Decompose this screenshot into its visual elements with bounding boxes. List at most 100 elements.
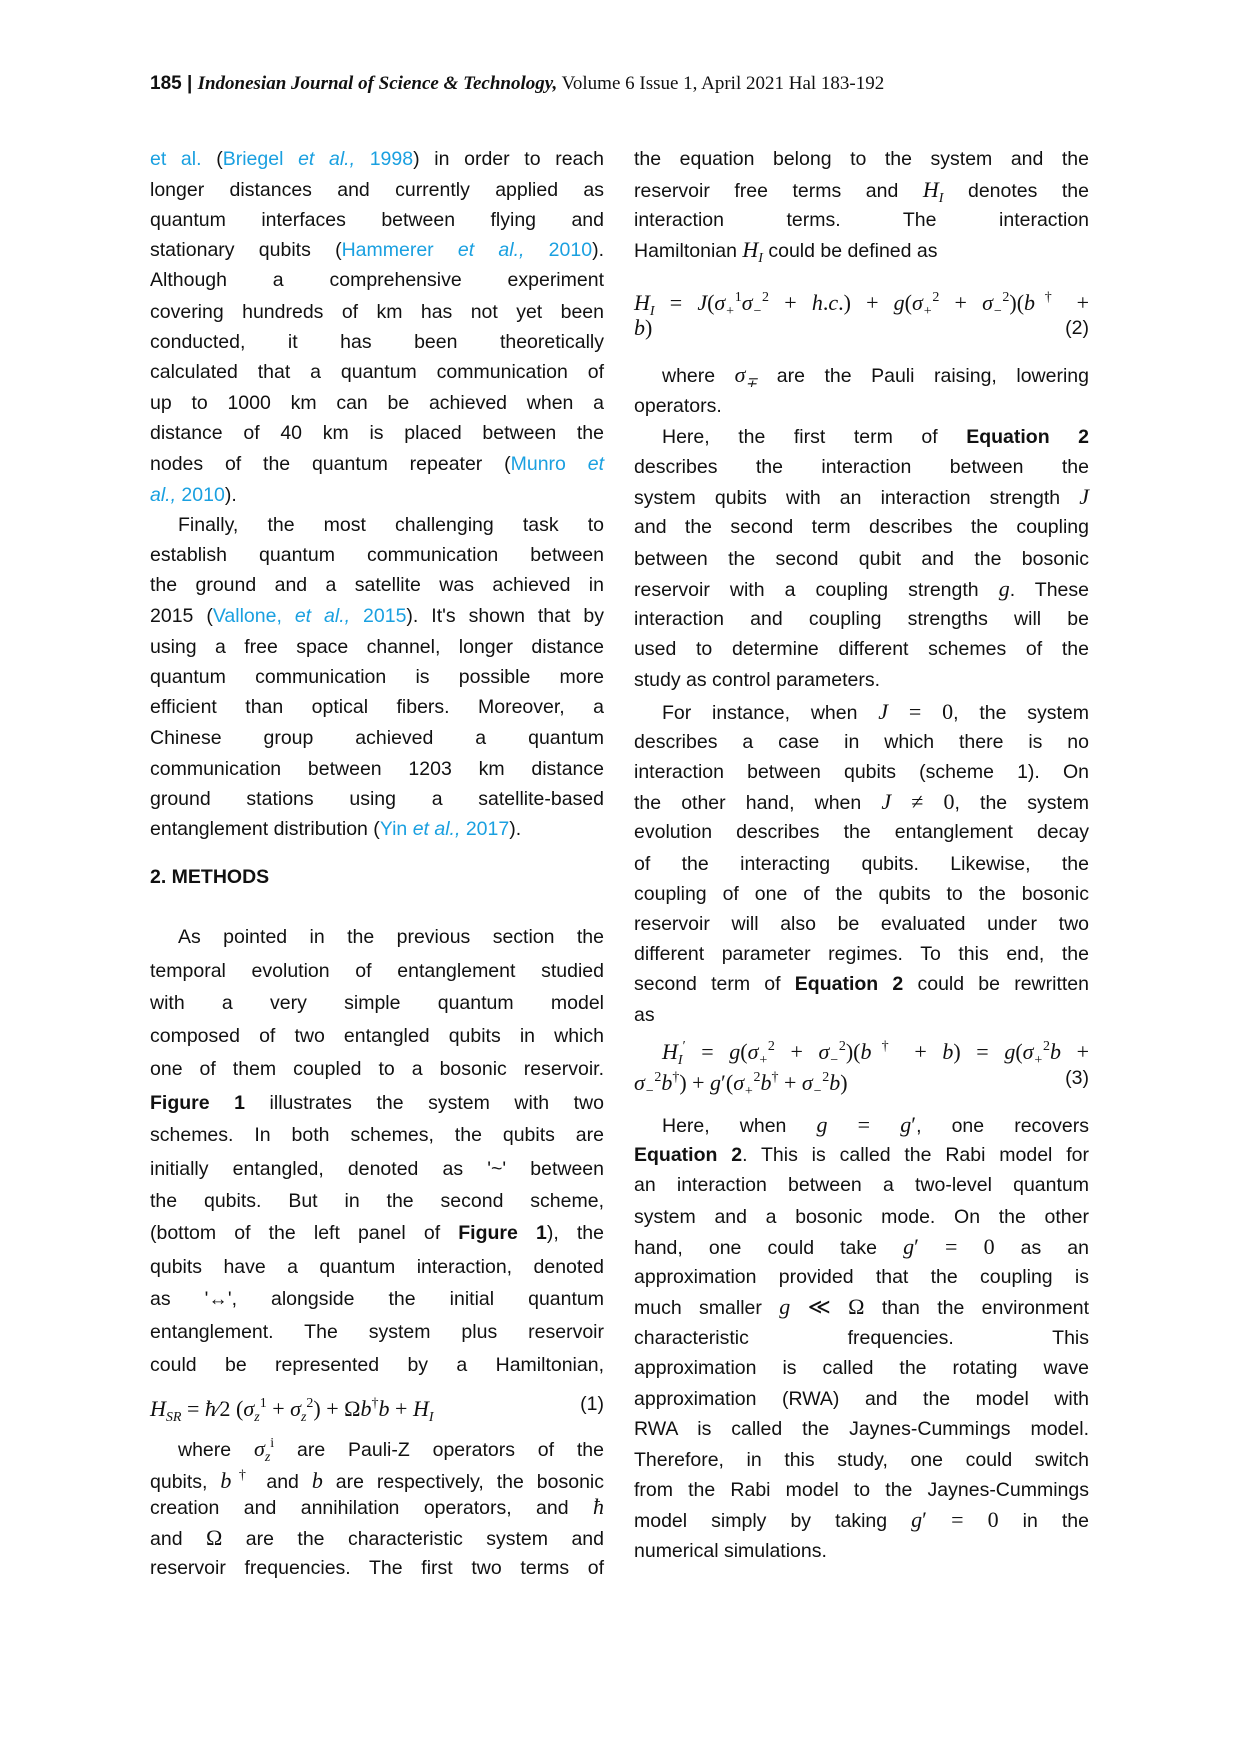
text-run: the other hand, when bbox=[634, 792, 882, 815]
math-subscript: ∓ bbox=[745, 376, 758, 392]
citation-link[interactable]: 2015 bbox=[350, 604, 407, 627]
text-run: could be defined as bbox=[762, 240, 938, 263]
citation-link[interactable]: Yin bbox=[379, 817, 413, 840]
text-line: et al. (Briegel et al., 1998) in order t… bbox=[150, 144, 604, 174]
citation-link[interactable]: 2017 bbox=[460, 817, 510, 840]
text-line: characteristic frequencies. This bbox=[634, 1323, 1089, 1353]
text-line: interaction between qubits (scheme 1). O… bbox=[634, 757, 1089, 787]
text-run: could be rewritten bbox=[903, 973, 1089, 996]
math-text: + bbox=[774, 1038, 819, 1064]
text-run: where bbox=[178, 1439, 254, 1462]
text-run: stationary qubits ( bbox=[150, 239, 342, 262]
math-text: ⁄2 ( bbox=[215, 1396, 244, 1422]
math-symbol: g bbox=[1004, 1038, 1016, 1064]
math-symbol: ħ bbox=[204, 1396, 216, 1422]
text-line: ground stations using a satellite-based bbox=[150, 784, 604, 814]
text-line: used to determine different schemes of t… bbox=[634, 634, 1089, 664]
math-symbol: σ bbox=[1022, 1038, 1034, 1064]
math-text: ) = bbox=[953, 1038, 1005, 1064]
text-run: an interaction between a two-level quant… bbox=[634, 1174, 1089, 1197]
text-line: conducted, it has been theoretically bbox=[150, 327, 604, 357]
text-line: second term of Equation 2 could be rewri… bbox=[634, 969, 1089, 999]
citation-link-italic[interactable]: et al., bbox=[294, 604, 351, 627]
text-line: reservoir with a coupling strength g. Th… bbox=[634, 574, 1089, 604]
text-run: model simply by taking bbox=[634, 1510, 912, 1533]
text-line: Here, when g = g′, one recovers bbox=[634, 1110, 1089, 1140]
citation-link[interactable]: Briegel bbox=[222, 147, 299, 170]
citation-link[interactable]: Vallone, bbox=[212, 604, 295, 627]
text-line: Figure 1 illustrates the system with two bbox=[150, 1088, 604, 1118]
math-symbol: σ bbox=[912, 290, 923, 316]
math-superscript: † bbox=[371, 1396, 379, 1412]
math-subscript: I bbox=[677, 1052, 683, 1068]
math-symbol: c bbox=[828, 290, 839, 316]
text-line: interaction terms. The interaction bbox=[634, 205, 1089, 235]
math-symbol: J bbox=[881, 789, 892, 815]
math-symbol: σ bbox=[243, 1396, 255, 1422]
text-run: system and a bosonic mode. On the other bbox=[634, 1205, 1089, 1228]
text-run: and bbox=[253, 1470, 312, 1493]
equation-line: b)(2) bbox=[634, 313, 1089, 343]
text-run: as bbox=[634, 1004, 655, 1027]
math-symbol: σ bbox=[733, 1070, 745, 1096]
math-symbol: g bbox=[900, 1111, 912, 1137]
math-subscript: SR bbox=[165, 1410, 182, 1426]
citation-link[interactable]: 1998 bbox=[355, 147, 414, 170]
math-text: + bbox=[939, 290, 983, 316]
text-run: reservoir frequencies. The first two ter… bbox=[150, 1557, 604, 1580]
running-header: 185 | Indonesian Journal of Science & Te… bbox=[150, 73, 884, 95]
text-run: efficient than optical fibers. Moreover,… bbox=[150, 696, 604, 719]
text-line: entanglement distribution (Yin et al., 2… bbox=[150, 814, 604, 844]
citation-link[interactable]: et al. bbox=[150, 147, 202, 170]
text-run: in the bbox=[998, 1510, 1089, 1533]
bold-text: Equation 2 bbox=[966, 425, 1090, 448]
citation-link-italic[interactable]: al., bbox=[150, 483, 177, 506]
text-run: system qubits with an interaction streng… bbox=[634, 487, 1080, 510]
math-subscript: + bbox=[922, 304, 933, 320]
text-line: establish quantum communication between bbox=[150, 540, 604, 570]
text-run: interaction and coupling strengths will … bbox=[634, 607, 1089, 630]
text-line: operators. bbox=[634, 391, 1089, 421]
text-line: covering hundreds of km has not yet been bbox=[150, 297, 604, 327]
text-line: qubits have a quantum interaction, denot… bbox=[150, 1252, 604, 1282]
math-symbol: b bbox=[661, 1070, 673, 1096]
text-line: the ground and a satellite was achieved … bbox=[150, 570, 604, 600]
text-line: the qubits. But in the second scheme, bbox=[150, 1186, 604, 1216]
citation-link[interactable]: Hammerer bbox=[341, 239, 458, 262]
math-symbol: H bbox=[922, 176, 939, 202]
text-line: Although a comprehensive experiment bbox=[150, 265, 604, 295]
text-run: Here, when bbox=[662, 1114, 817, 1137]
citation-link-italic[interactable]: et al., bbox=[298, 147, 356, 170]
math-symbol: σ bbox=[634, 1070, 645, 1096]
citation-link[interactable]: 2010 bbox=[524, 239, 593, 262]
math-subscript: I bbox=[758, 251, 763, 267]
math-symbol: H bbox=[412, 1396, 429, 1422]
text-run: operators. bbox=[634, 394, 722, 417]
text-line: composed of two entangled qubits in whic… bbox=[150, 1021, 604, 1051]
text-run: are the Pauli raising, lowering bbox=[757, 365, 1089, 388]
math-text: ) bbox=[840, 1070, 848, 1096]
text-line: efficient than optical fibers. Moreover,… bbox=[150, 692, 604, 722]
text-line: one of them coupled to a bosonic reservo… bbox=[150, 1054, 604, 1084]
math-subscript: − bbox=[812, 1084, 823, 1100]
text-run: could be represented by a Hamiltonian, bbox=[150, 1354, 604, 1377]
math-superscript: 2 bbox=[762, 290, 770, 306]
text-run: approximation is called the rotating wav… bbox=[634, 1357, 1089, 1380]
citation-link[interactable]: Munro bbox=[510, 452, 588, 475]
citation-link-italic[interactable]: et bbox=[587, 452, 604, 475]
text-line: HI′ = g(σ+2 + σ−2)(b† + b) = g(σ+2b + bbox=[634, 1032, 1089, 1068]
text-line: (bottom of the left panel of Figure 1), … bbox=[150, 1218, 604, 1248]
math-text: ) bbox=[645, 315, 653, 341]
text-line: using a free space channel, longer dista… bbox=[150, 632, 604, 662]
math-text: . bbox=[838, 290, 844, 316]
citation-link-italic[interactable]: et al., bbox=[457, 239, 525, 262]
text-line: 2. METHODS bbox=[150, 862, 604, 892]
math-superscript: i bbox=[270, 1436, 275, 1452]
citation-link[interactable]: 2010 bbox=[176, 483, 225, 506]
text-run: distance of 40 km is placed between the bbox=[150, 422, 604, 445]
math-subscript: I bbox=[428, 1410, 434, 1426]
citation-link-italic[interactable]: et al., bbox=[412, 817, 461, 840]
text-run: qubits have a quantum interaction, denot… bbox=[150, 1255, 604, 1278]
text-run: (bottom of the left panel of bbox=[150, 1222, 459, 1245]
math-symbol: H bbox=[662, 1038, 678, 1064]
